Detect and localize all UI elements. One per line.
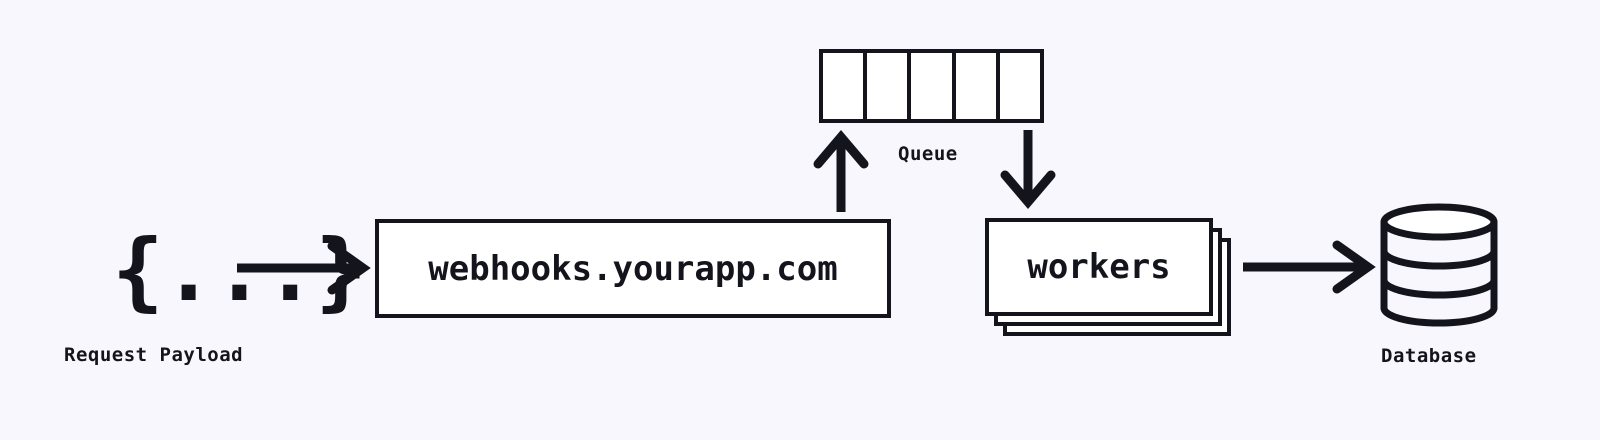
database-cylinder-icon[interactable]	[1379, 203, 1499, 327]
queue-caption-label: Queue	[898, 143, 958, 165]
queue-cell	[911, 53, 956, 119]
workers-label: workers	[1027, 247, 1171, 287]
queue-bar[interactable]	[819, 49, 1044, 123]
worker-card-front[interactable]: workers	[985, 218, 1213, 316]
database-caption-label: Database	[1381, 345, 1477, 367]
queue-cell	[867, 53, 912, 119]
workers-stack[interactable]: workers	[985, 218, 1231, 336]
arrow-endpoint-to-queue	[813, 130, 869, 212]
webhook-endpoint-label: webhooks.yourapp.com	[428, 248, 838, 289]
arrow-workers-to-database	[1243, 240, 1376, 294]
queue-cell	[999, 53, 1041, 119]
json-braces-icon: {...}	[112, 221, 367, 321]
queue-cell	[955, 53, 1000, 119]
payload-caption-label: Request Payload	[64, 344, 244, 366]
arrow-queue-to-workers	[1000, 130, 1056, 209]
webhook-endpoint-box[interactable]: webhooks.yourapp.com	[375, 219, 891, 318]
queue-cell	[823, 53, 868, 119]
